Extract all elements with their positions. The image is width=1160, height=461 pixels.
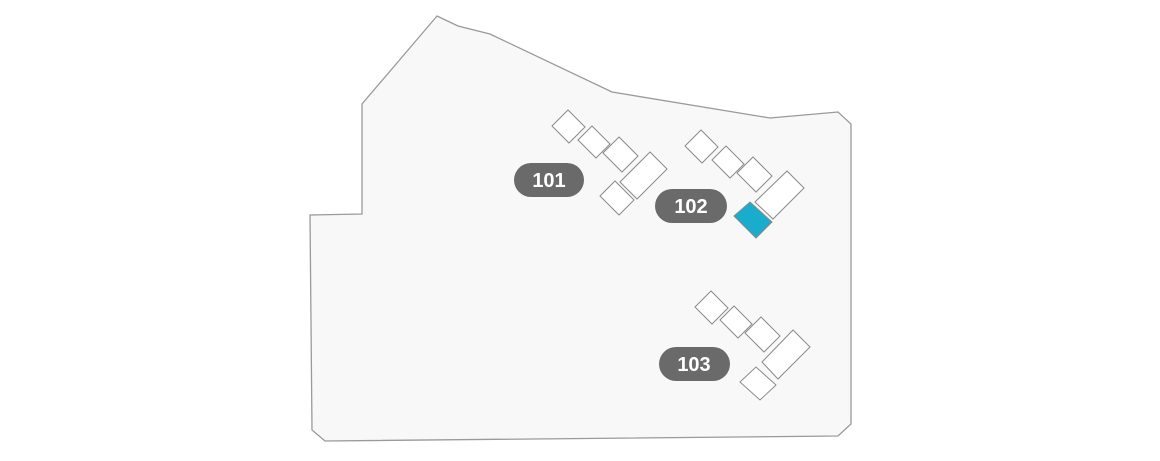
unit-102-c[interactable] [736, 156, 773, 193]
building-102[interactable]: 102 [655, 129, 805, 239]
unit-103-a[interactable] [694, 290, 729, 325]
building-103-pill[interactable] [659, 347, 730, 381]
unit-103-c[interactable] [744, 316, 781, 353]
building-103[interactable]: 103 [659, 290, 811, 401]
building-101-label[interactable]: 101 [532, 170, 565, 192]
building-101-units[interactable] [551, 109, 668, 216]
building-102-label[interactable]: 102 [674, 196, 707, 218]
unit-101-a[interactable] [551, 109, 586, 144]
unit-101-b[interactable] [577, 125, 611, 159]
unit-103-b[interactable] [719, 305, 753, 339]
building-103-label[interactable]: 103 [677, 354, 710, 376]
building-101-pill[interactable] [514, 163, 584, 197]
unit-101-c[interactable] [602, 136, 639, 173]
unit-101-e[interactable] [599, 180, 635, 216]
unit-102-a[interactable] [684, 129, 719, 164]
building-102-pill[interactable] [655, 189, 727, 223]
unit-103-d[interactable] [761, 329, 811, 380]
unit-102-b[interactable] [711, 145, 745, 179]
unit-101-d[interactable] [619, 151, 668, 200]
unit-102-selected[interactable] [733, 201, 773, 239]
building-102-units[interactable] [684, 129, 805, 239]
unit-102-d[interactable] [754, 170, 805, 220]
building-101[interactable]: 101 [514, 109, 668, 216]
building-103-units[interactable] [694, 290, 811, 401]
site-boundary [309, 15, 852, 442]
unit-103-e[interactable] [739, 366, 777, 401]
